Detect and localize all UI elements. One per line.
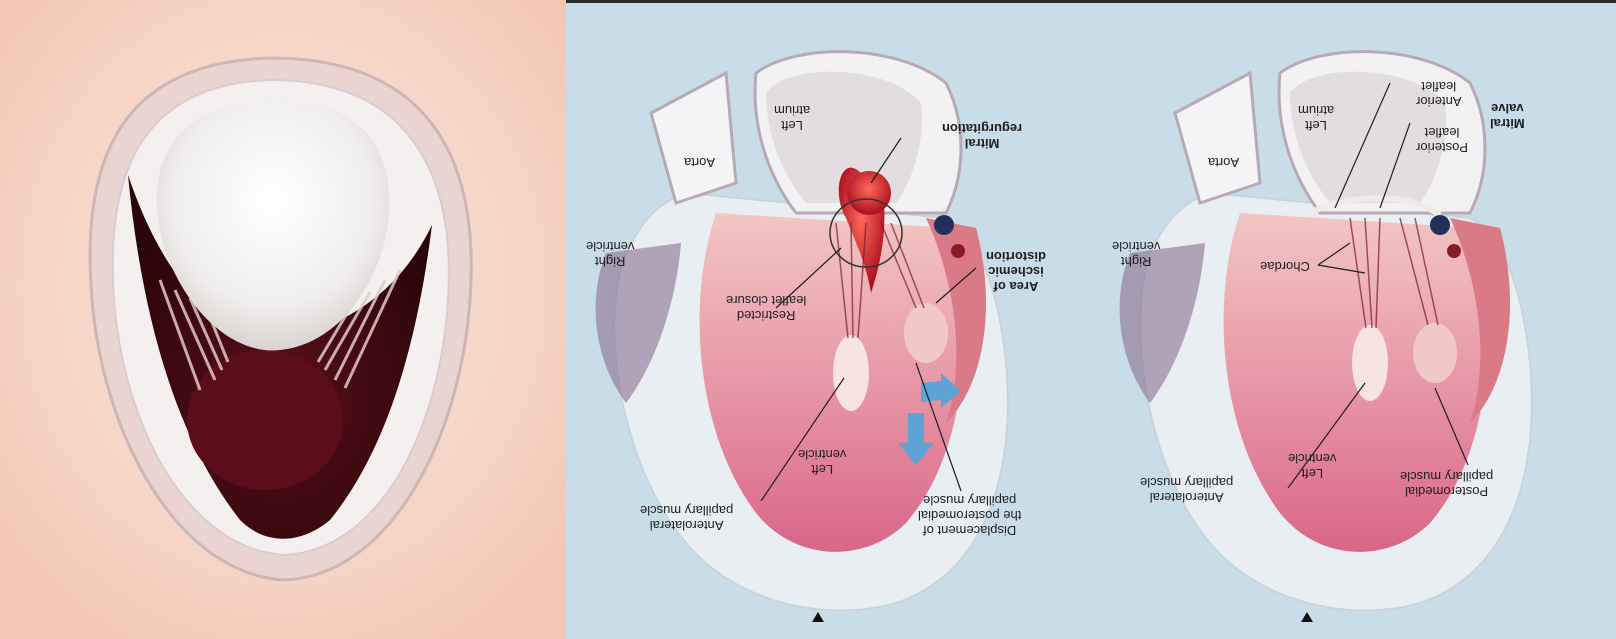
label-displacement-posteromedial: Displacement of the posteromedial papill… [918, 493, 1021, 538]
label-aorta: Aorta [684, 155, 715, 170]
label-left-atrium: Left atrium [1298, 103, 1334, 133]
ischemic-heart-cross-section [566, 3, 1110, 639]
label-anterolateral-papillary-muscle: Anterolateral papillary muscle [1140, 475, 1233, 505]
label-anterior-leaflet: Anterior leaflet [1416, 79, 1462, 109]
label-posteromedial-papillary-muscle: Posteromedial papillary muscle [1400, 469, 1493, 499]
label-left-ventricle: Left ventricle [798, 447, 846, 477]
label-chordae: Chordae [1260, 259, 1310, 274]
ischemic-mr-panel: Aorta Left atrium Mitral regurgitation R… [566, 0, 1110, 639]
mitral-valve-top-view [0, 0, 566, 639]
label-posterior-leaflet: Posterior leaflet [1416, 125, 1468, 155]
label-restricted-leaflet-closure: Restricted leaflet closure [726, 293, 806, 323]
label-left-ventricle: Left ventricle [1288, 451, 1336, 481]
normal-anatomy-panel: Aorta Left atrium Right ventricle Chorda… [1110, 0, 1616, 639]
label-mitral-valve: Mitral valve [1490, 101, 1525, 131]
label-aorta: Aorta [1208, 155, 1239, 170]
valve-illustration-panel [0, 0, 566, 639]
label-area-ischemic-distortion: Area of ischemic distortion [986, 249, 1046, 294]
label-left-atrium: Left atrium [774, 103, 810, 133]
label-anterolateral-papillary-muscle: Anterolateral papillary muscle [640, 503, 733, 533]
label-mitral-regurgitation: Mitral regurgitation [942, 121, 1022, 151]
normal-heart-cross-section [1110, 3, 1616, 639]
label-right-ventricle: Right ventricle [1112, 239, 1160, 269]
label-right-ventricle: Right ventricle [586, 239, 634, 269]
